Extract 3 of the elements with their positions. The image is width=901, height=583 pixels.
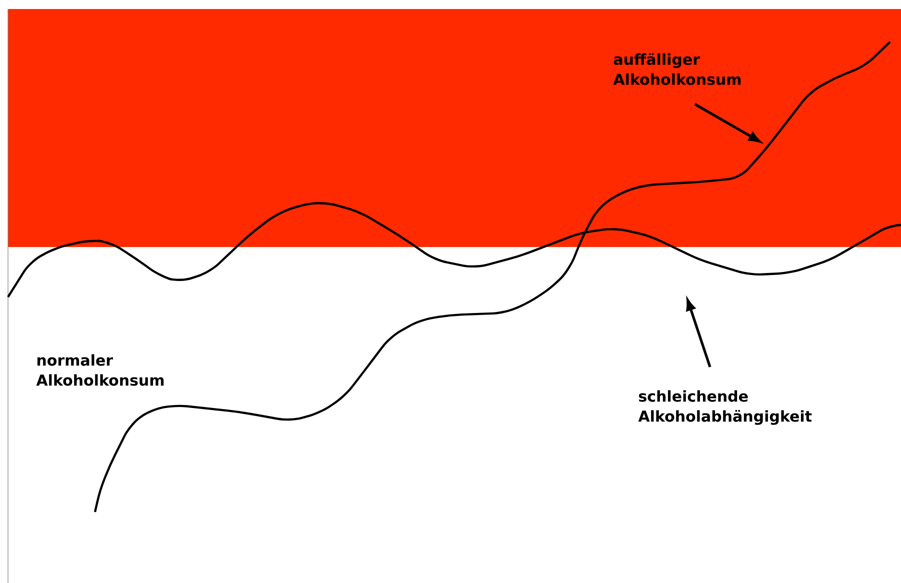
text-label: auffälliger Alkoholkonsum — [613, 53, 741, 86]
text-label: schleichende Alkoholabhängigkeit — [638, 390, 812, 425]
text-label: normaler Alkoholkonsum — [36, 354, 164, 386]
